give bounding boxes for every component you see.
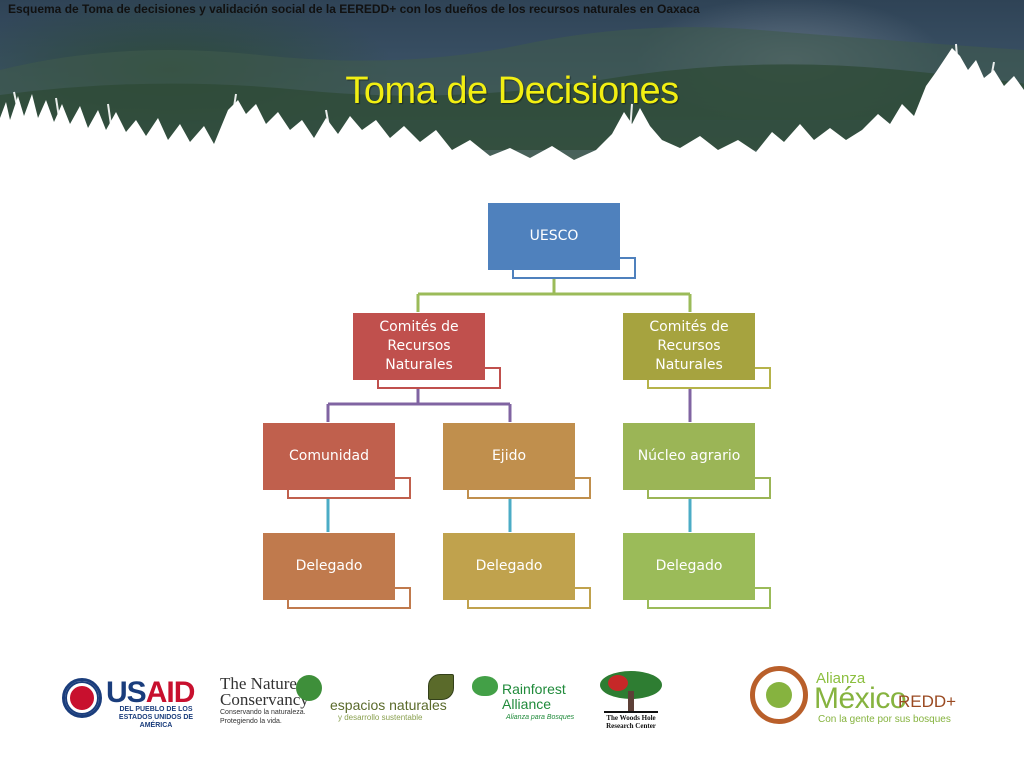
- usaid-wordmark: USAID: [106, 676, 195, 709]
- node-label: Ejido: [443, 423, 575, 490]
- node-comunidad: Comunidad: [263, 423, 411, 509]
- node-comites-right: Comités de Recursos Naturales: [623, 313, 771, 399]
- slide-subtitle: Esquema de Toma de decisiones y validaci…: [8, 2, 700, 16]
- header-banner: Esquema de Toma de decisiones y validaci…: [0, 0, 1024, 200]
- leaf-icon: [428, 674, 454, 700]
- node-ejido: Ejido: [443, 423, 591, 509]
- node-delegado-2: Delegado: [443, 533, 591, 619]
- connector-crn-left-children: [326, 388, 512, 422]
- node-delegado-3: Delegado: [623, 533, 771, 619]
- alianza-tagline: Con la gente por sus bosques: [818, 714, 951, 725]
- node-comites-left: Comités de Recursos Naturales: [353, 313, 501, 399]
- node-delegado-1: Delegado: [263, 533, 411, 619]
- node-uesco: UESCO: [488, 203, 636, 289]
- slide-title: Toma de Decisiones: [345, 70, 679, 112]
- node-label: Comités de Recursos Naturales: [623, 313, 755, 380]
- frog-icon: [472, 676, 498, 696]
- tnc-tagline: Conservando la naturaleza.Protegiendo la…: [220, 709, 306, 725]
- rainforest-tagline: Alianza para Bosques: [506, 714, 575, 721]
- alianza-label: Alianza: [816, 670, 866, 687]
- connector-uesco-crn: [416, 278, 692, 312]
- node-label: Delegado: [443, 533, 575, 600]
- leaf-icon: [296, 675, 322, 701]
- node-label: Comités de Recursos Naturales: [353, 313, 485, 380]
- node-label: Núcleo agrario: [623, 423, 755, 490]
- mexico-label: México: [814, 682, 907, 715]
- node-label: Delegado: [623, 533, 755, 600]
- node-nucleo-agrario: Núcleo agrario: [623, 423, 771, 509]
- forest-silhouette: [0, 27, 1024, 200]
- redd-label: REDD+: [898, 692, 957, 711]
- alianza-emblem-icon: [750, 666, 808, 724]
- node-label: UESCO: [488, 203, 620, 270]
- espacios-tagline: y desarrollo sustentable: [338, 713, 423, 722]
- usaid-tagline: DEL PUEBLO DE LOS ESTADOS UNIDOS DE AMÉR…: [118, 706, 194, 729]
- usaid-seal-icon: [62, 678, 102, 718]
- tree-icon: [600, 671, 662, 713]
- node-label: Comunidad: [263, 423, 395, 490]
- node-label: Delegado: [263, 533, 395, 600]
- espacios-name: espacios naturales: [330, 697, 447, 713]
